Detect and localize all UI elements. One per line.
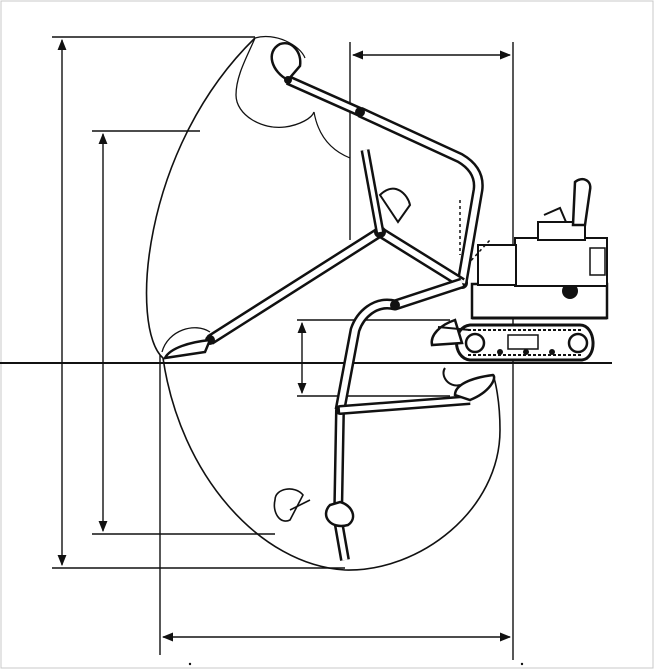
blade-arm bbox=[437, 326, 471, 331]
boom-max-height-inner bbox=[358, 109, 482, 284]
bucket-dump bbox=[162, 338, 212, 360]
bucket-dump-arc bbox=[161, 327, 211, 353]
bucket-dig bbox=[324, 500, 355, 528]
boom-dump-inner bbox=[208, 229, 464, 343]
tick-dot-left bbox=[188, 662, 192, 666]
tick-dot-right bbox=[520, 662, 524, 666]
roller-3 bbox=[549, 349, 555, 355]
bucket-curl bbox=[378, 187, 412, 224]
bucket-reach-hook bbox=[442, 367, 461, 387]
seat-backrest bbox=[571, 178, 592, 227]
arm-pose-max-height bbox=[270, 41, 484, 284]
arm-pose-dump bbox=[161, 149, 465, 360]
control-lever bbox=[543, 206, 567, 223]
arm-pin-max-height bbox=[355, 107, 365, 117]
bucket-arc-inner bbox=[313, 111, 351, 159]
boom-mid-pin-dig bbox=[390, 300, 400, 310]
upper-deck bbox=[470, 282, 609, 320]
boom-dig-inner bbox=[337, 280, 463, 411]
arm-vertical-inner bbox=[363, 149, 382, 233]
operator-seat bbox=[537, 221, 586, 241]
arm-pose-dig bbox=[273, 277, 496, 561]
roller-2 bbox=[523, 349, 529, 355]
bucket-pin-max-height bbox=[284, 76, 292, 84]
sprocket-wheel bbox=[567, 332, 589, 354]
working-envelope bbox=[145, 37, 501, 571]
fuel-tank bbox=[477, 244, 517, 286]
arm-reach-inner bbox=[339, 397, 471, 413]
roller-1 bbox=[497, 349, 503, 355]
track-links bbox=[468, 329, 582, 356]
dozer-blade bbox=[430, 318, 464, 347]
bucket-reach bbox=[453, 373, 496, 402]
engine-hood bbox=[514, 237, 608, 287]
excavator-machine bbox=[430, 178, 609, 362]
arm-max-height-inner bbox=[286, 77, 362, 115]
idler-wheel bbox=[464, 332, 486, 354]
boom-dump bbox=[207, 226, 465, 345]
side-panel bbox=[589, 247, 606, 276]
dimension-lines bbox=[52, 36, 524, 666]
bucket-arc-top bbox=[235, 37, 315, 129]
bucket-ghost-link bbox=[289, 499, 311, 511]
track-frame-box bbox=[507, 334, 539, 350]
bucket-top-lip bbox=[254, 36, 306, 59]
bucket-max-height bbox=[270, 41, 302, 82]
